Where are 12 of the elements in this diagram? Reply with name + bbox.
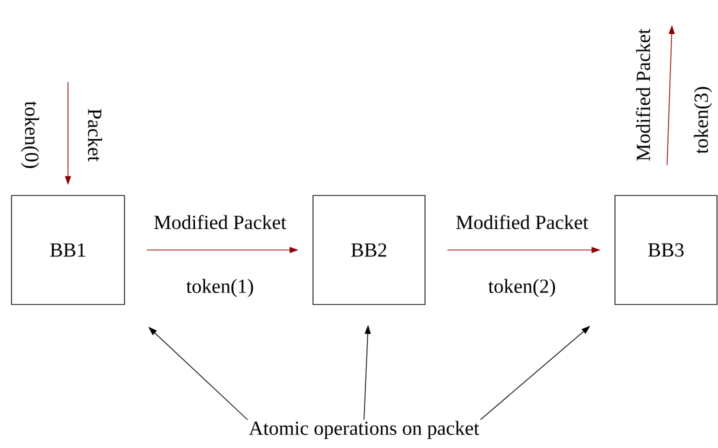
token-label: token(0)	[20, 101, 40, 168]
edge-label: Packet	[88, 108, 102, 162]
edge-label: Modified Packet	[154, 214, 286, 230]
process-box: BB1	[11, 195, 125, 305]
token-label: token(1)	[186, 278, 253, 298]
note-text: Atomic operations on packet	[248, 420, 480, 440]
token-label: token(3)	[694, 87, 712, 154]
edge-label: Modified Packet	[636, 28, 650, 161]
process-box: BB3	[614, 195, 718, 305]
process-box: BB2	[312, 195, 426, 305]
token-label: token(2)	[488, 278, 556, 298]
edge-label: Modified Packet	[456, 214, 588, 230]
